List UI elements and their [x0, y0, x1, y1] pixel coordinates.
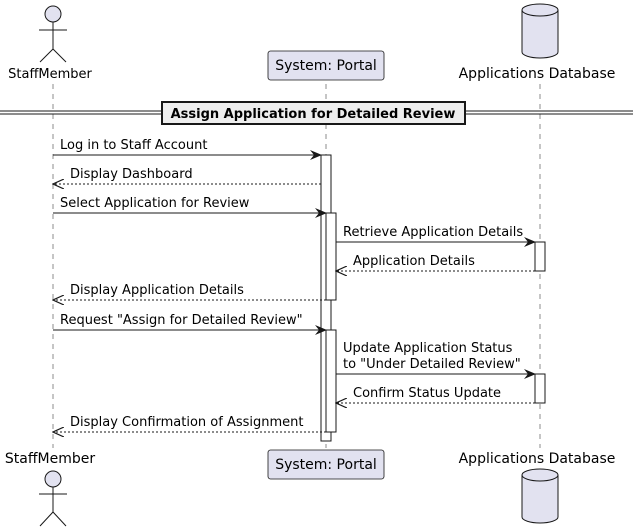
portal-participant-top: System: Portal [267, 50, 385, 81]
activation-bar-database-retrieve [534, 241, 546, 272]
message-label: Display Dashboard [70, 167, 193, 182]
message-label: Display Confirmation of Assignment [70, 415, 304, 430]
staff-actor-bottom: StaffMember [5, 451, 95, 527]
section-separator: Assign Application for Detailed Review [0, 101, 633, 125]
activation-bar-portal-request [325, 329, 337, 433]
staff-label-bottom: StaffMember [5, 451, 95, 467]
message-3: Select Application for Review [53, 196, 327, 218]
message-label: Update Application Status [343, 341, 513, 356]
portal-label-top: System: Portal [275, 58, 377, 74]
database-participant-top: Applications Database [459, 3, 616, 82]
portal-participant-bottom: System: Portal [267, 449, 385, 480]
database-label-bottom: Applications Database [459, 451, 616, 467]
message-label: Retrieve Application Details [343, 225, 523, 240]
activation-bar-portal-select [325, 212, 337, 301]
actor-icon [39, 470, 67, 527]
database-icon [521, 3, 559, 59]
message-2: Display Dashboard [53, 167, 321, 184]
message-6: Display Application Details [53, 283, 326, 300]
message-4: Retrieve Application Details [336, 225, 536, 247]
actor-icon [39, 5, 67, 63]
message-label: Application Details [353, 254, 475, 269]
message-10: Display Confirmation of Assignment [53, 415, 326, 432]
portal-label-bottom: System: Portal [275, 457, 377, 473]
message-5: Application Details [336, 254, 535, 271]
message-1: Log in to Staff Account [53, 138, 322, 160]
message-label: Display Application Details [70, 283, 244, 298]
database-label-top: Applications Database [459, 66, 616, 82]
message-label: Request "Assign for Detailed Review" [60, 313, 303, 328]
message-label: Log in to Staff Account [60, 138, 207, 153]
activation-bar-database-update [534, 373, 546, 404]
message-label: Select Application for Review [60, 196, 250, 211]
message-label: to "Under Detailed Review" [343, 357, 521, 372]
message-7: Request "Assign for Detailed Review" [53, 313, 327, 335]
staff-label-top: StaffMember [8, 67, 92, 82]
message-label: Confirm Status Update [353, 386, 501, 401]
database-icon [521, 468, 559, 524]
separator-label: Assign Application for Detailed Review [171, 107, 456, 122]
staff-actor-top: StaffMember [8, 5, 93, 82]
message-9: Confirm Status Update [336, 386, 535, 403]
database-participant-bottom: Applications Database [459, 451, 616, 524]
